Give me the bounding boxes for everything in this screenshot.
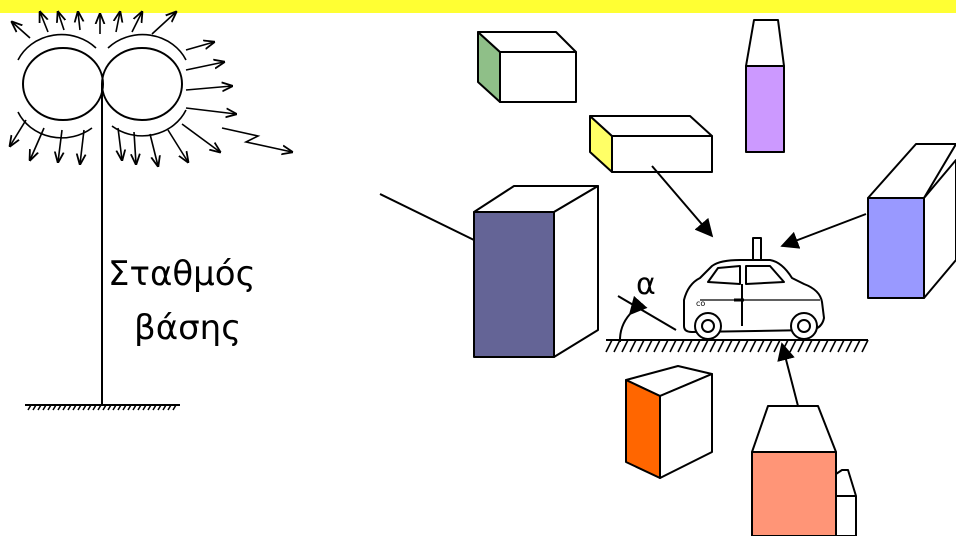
mobile-car: co [683,237,825,340]
dark-building [473,185,599,358]
arrival-angle-label: α [636,267,656,302]
orange-block [625,365,713,479]
base-station-label-line2: βάσης [134,308,242,348]
path-from-blue-block [780,213,867,249]
path-incoming-left [379,193,475,241]
car-roof-antenna [752,237,762,263]
antenna-ground [25,404,180,411]
svg-text:co: co [696,299,705,308]
top-banner [0,0,956,13]
path-from-yellow-block [651,165,714,238]
base-station-antenna [22,47,183,405]
salmon-house [751,405,857,536]
yellow-block [589,115,713,173]
blue-block [867,143,956,299]
purple-tower [745,19,785,153]
road-surface [605,339,869,353]
radiated-rays [10,12,292,166]
antenna-left-lobe [22,47,104,121]
antenna-right-lobe [101,47,183,121]
radiation-arcs [17,33,187,139]
arrival-angle-arc [618,295,648,343]
path-from-house [777,342,799,407]
green-block [477,31,577,103]
base-station-label-line1: Σταθμός [108,254,256,294]
